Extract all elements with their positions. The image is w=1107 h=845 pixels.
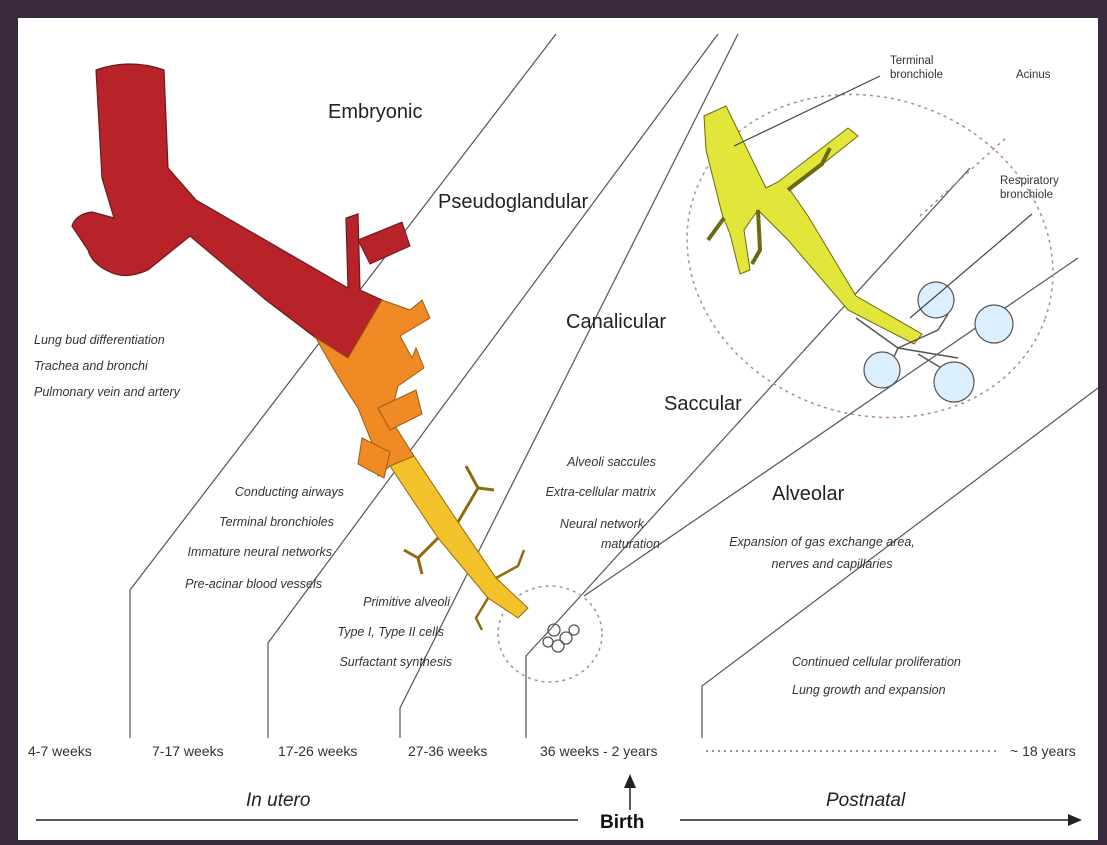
saccule-cluster (543, 624, 579, 652)
divider-pseudoglandular (268, 34, 718, 738)
note-canal-1: Primitive alveoli (363, 595, 451, 609)
right-bronchus-upper (358, 222, 410, 264)
notes-canalicular: Primitive alveoli Type I, Type II cells … (337, 595, 452, 669)
label-acinus: Acinus (1016, 69, 1051, 81)
terminal-bronchiole-shape (704, 106, 922, 344)
stage-canalicular: Canalicular (566, 311, 666, 333)
week-labels: 4-7 weeks 7-17 weeks 17-26 weeks 27-36 w… (28, 743, 1076, 759)
diagram-panel: Embryonic Pseudoglandular Canalicular Sa… (18, 18, 1098, 840)
notes-embryonic: Lung bud differentiation Trachea and bro… (34, 333, 181, 399)
canalicular-airway (390, 456, 528, 618)
notes-saccular: Alveoli saccules Extra-cellular matrix N… (546, 455, 660, 551)
note-canal-3: Surfactant synthesis (339, 655, 452, 669)
bronchiole-twig-1 (752, 210, 760, 264)
acinus-pointer (920, 136, 1008, 216)
canal-twig-3 (476, 598, 488, 630)
notes-pseudoglandular: Conducting airways Terminal bronchioles … (185, 485, 344, 591)
lung-development-diagram: Embryonic Pseudoglandular Canalicular Sa… (18, 18, 1098, 840)
note-saccular-4: maturation (601, 537, 660, 551)
note-postnatal-1: Continued cellular proliferation (792, 655, 961, 669)
note-saccular-2: Extra-cellular matrix (546, 485, 657, 499)
notes-alveolar: Expansion of gas exchange area, nerves a… (729, 535, 915, 571)
birth-arrow-head (624, 774, 636, 788)
week-label-3: 17-26 weeks (278, 743, 357, 759)
note-saccular-1: Alveoli saccules (566, 455, 656, 469)
stage-saccular: Saccular (664, 393, 742, 415)
week-label-4: 27-36 weeks (408, 743, 487, 759)
note-postnatal-2: Lung growth and expansion (792, 683, 946, 697)
canal-twig-2 (404, 538, 438, 574)
note-embryonic-2: Trachea and bronchi (34, 359, 149, 373)
note-alveolar-1: Expansion of gas exchange area, (729, 535, 915, 549)
label-terminal-2: bronchiole (890, 69, 943, 81)
week-label-1: 4-7 weeks (28, 743, 92, 759)
week-label-6: ~ 18 years (1010, 743, 1076, 759)
note-canal-2: Type I, Type II cells (337, 625, 444, 639)
note-embryonic-1: Lung bud differentiation (34, 333, 165, 347)
note-pseudo-1: Conducting airways (235, 485, 344, 499)
stage-pseudoglandular: Pseudoglandular (438, 191, 588, 213)
note-pseudo-4: Pre-acinar blood vessels (185, 577, 322, 591)
notes-postnatal: Continued cellular proliferation Lung gr… (792, 655, 961, 697)
stage-embryonic: Embryonic (328, 101, 422, 123)
stage-alveolar: Alveolar (772, 483, 845, 505)
timeline-birth: Birth (600, 812, 644, 833)
alveolar-sacs (864, 282, 1013, 402)
timeline-in-utero: In utero (246, 790, 310, 811)
note-saccular-3: Neural network (560, 517, 645, 531)
timeline-arrow-head (1068, 814, 1082, 826)
note-pseudo-2: Terminal bronchioles (219, 515, 334, 529)
week-label-2: 7-17 weeks (152, 743, 224, 759)
note-embryonic-3: Pulmonary vein and artery (34, 385, 181, 399)
label-respiratory-2: bronchiole (1000, 189, 1053, 201)
note-pseudo-3: Immature neural networks (187, 545, 332, 559)
bronchiole-twig-2 (708, 218, 724, 240)
label-respiratory-1: Respiratory (1000, 175, 1059, 187)
canal-twig-1 (458, 466, 494, 522)
timeline-postnatal: Postnatal (826, 790, 906, 811)
week-label-5: 36 weeks - 2 years (540, 743, 658, 759)
label-terminal-1: Terminal (890, 55, 933, 67)
note-alveolar-2: nerves and capillaries (772, 557, 893, 571)
canal-twig-4 (496, 550, 524, 578)
